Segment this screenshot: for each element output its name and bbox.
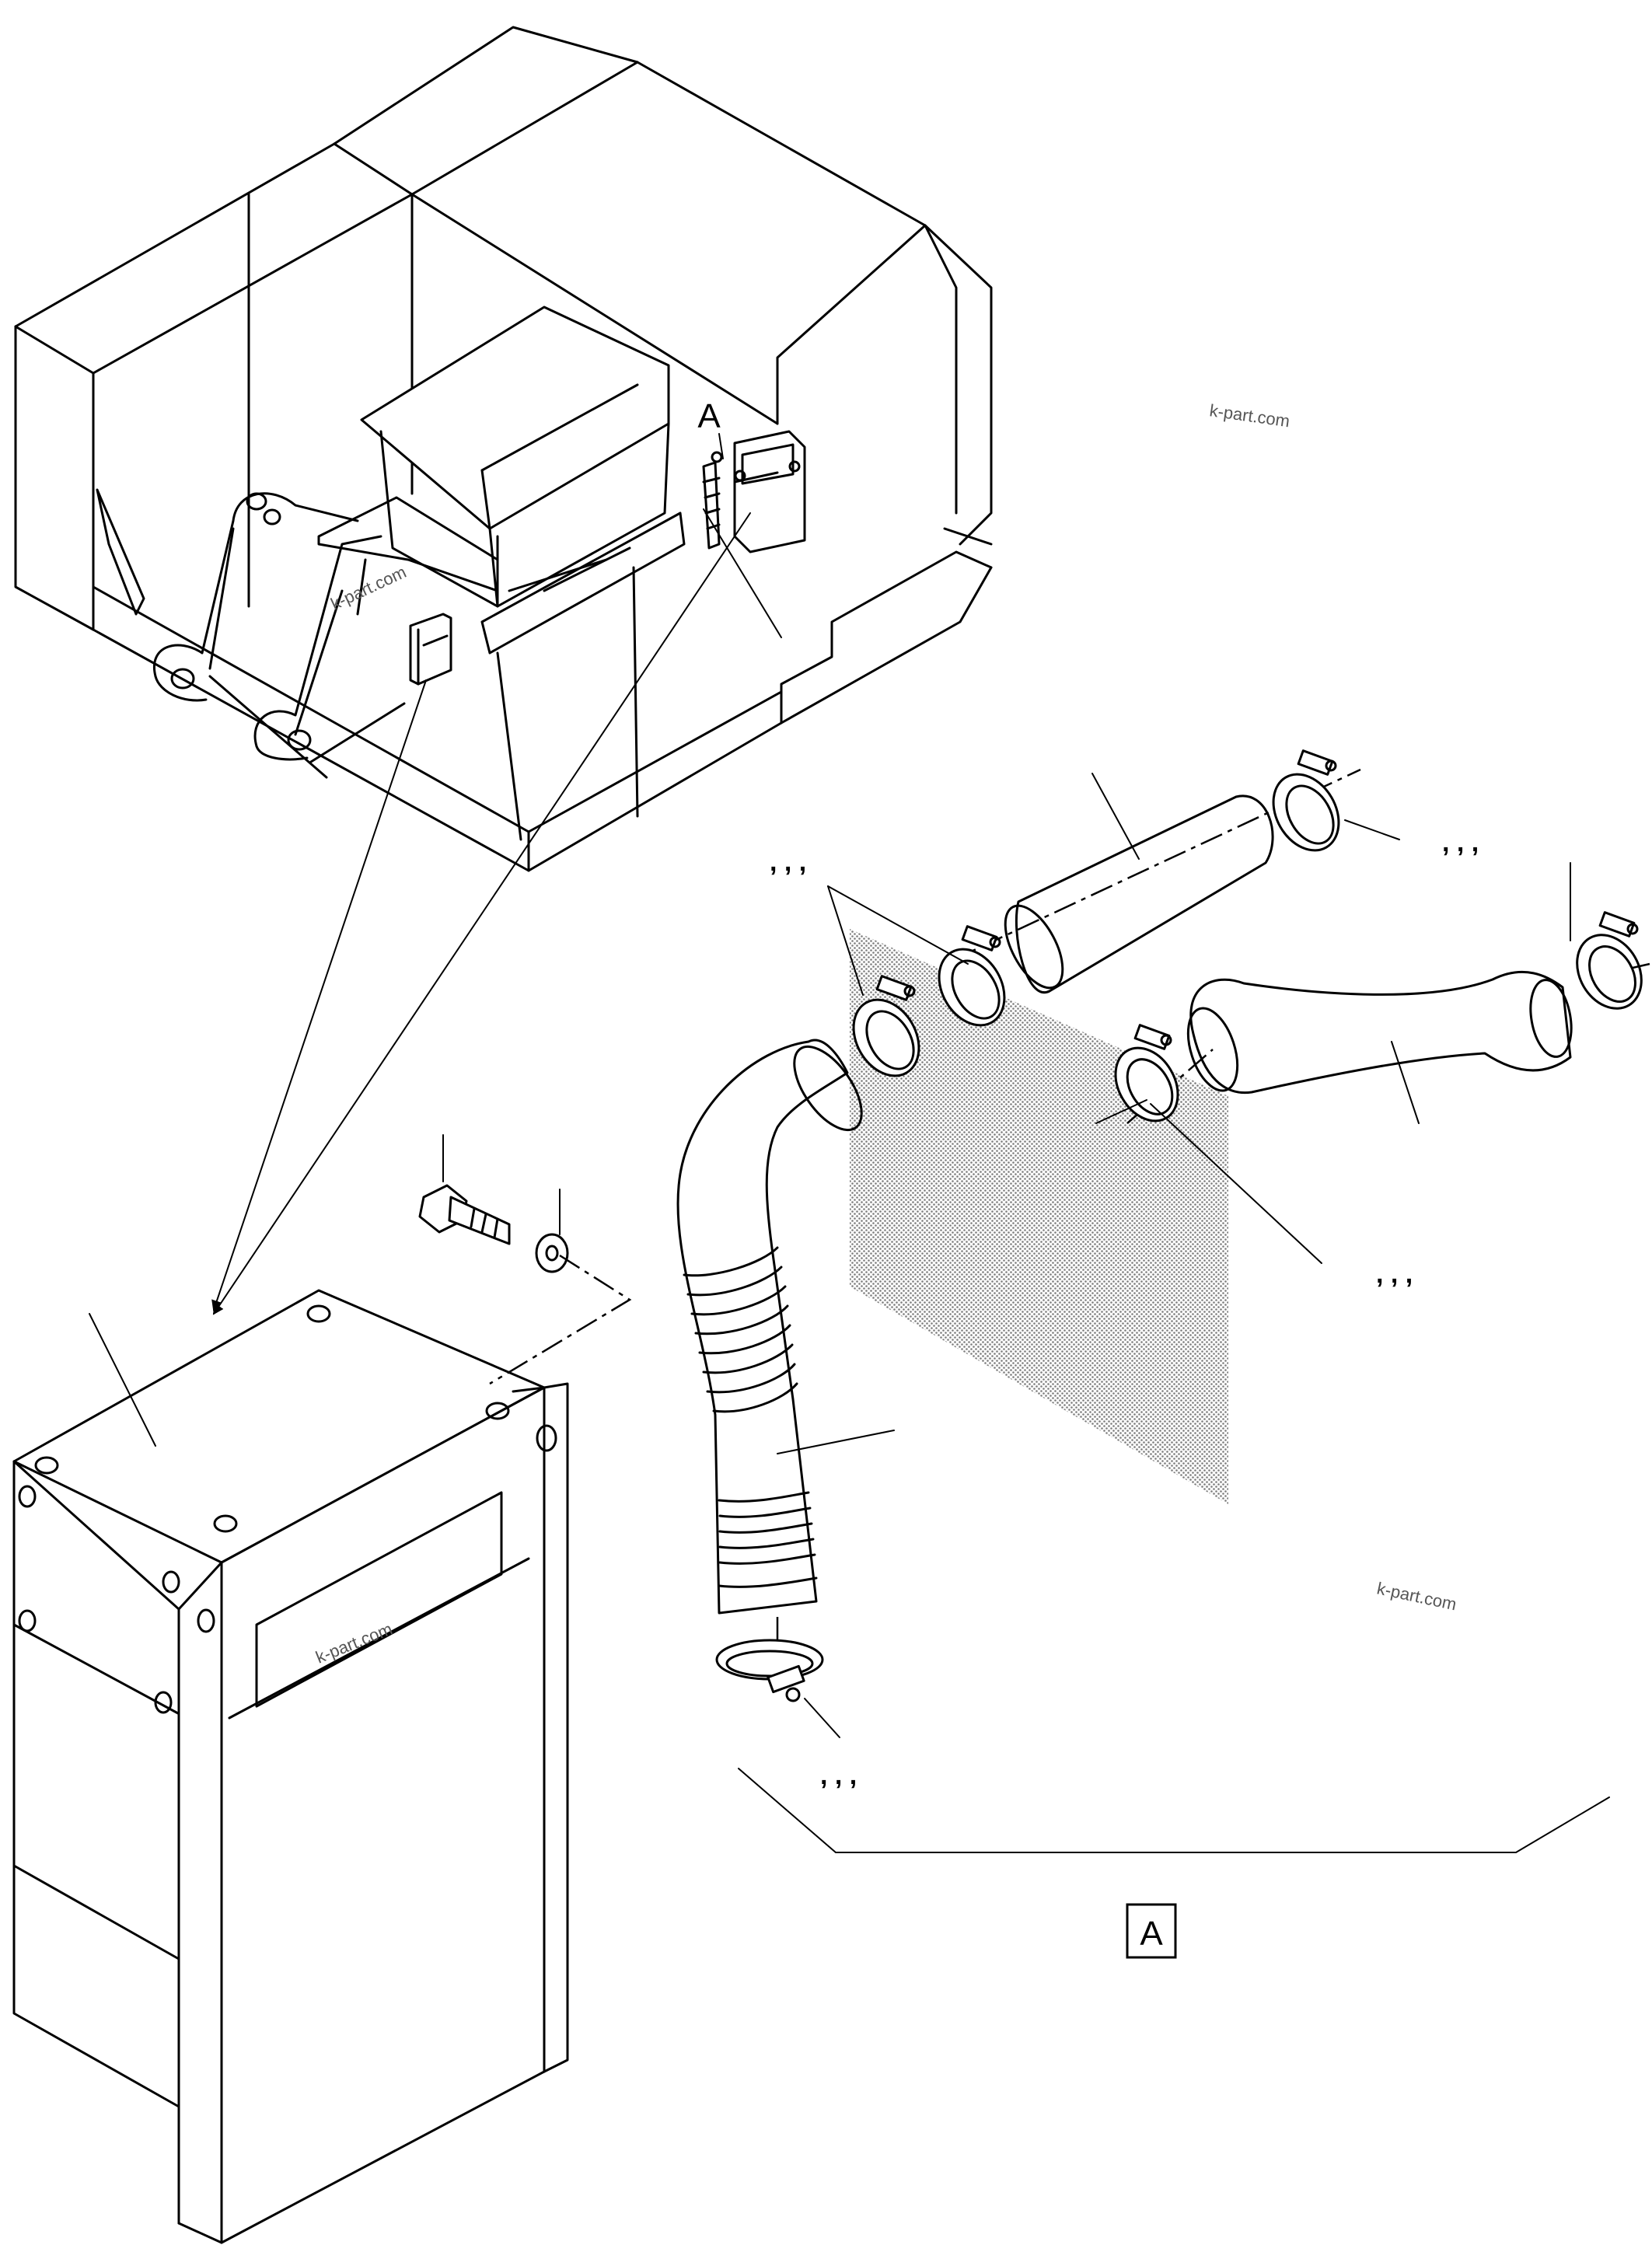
air-filter-box [12, 1289, 569, 2244]
comma-label-middle-right: , , , [1376, 1259, 1413, 1289]
hose-clamp-curved-hose [1095, 1024, 1322, 1264]
watermark-3: k-part.com [1375, 1578, 1458, 1614]
mounting-bolt [418, 1134, 511, 1245]
callout-letter-a: A [697, 397, 721, 435]
watermark-2: k-part.com [328, 562, 410, 614]
machine-cab-assembly [14, 26, 993, 872]
hose-clamp-left [852, 975, 920, 1077]
hose-clamp-bottom [715, 1639, 840, 1738]
corrugated-elbow-hose [676, 1039, 895, 1656]
watermark-1: k-part.com [1208, 400, 1291, 431]
view-label-a: A [1126, 1903, 1177, 1959]
view-label-a-text: A [1140, 1915, 1163, 1953]
washer [535, 1189, 569, 1273]
hose-clamp-top [1272, 749, 1400, 852]
curved-hose [1126, 970, 1573, 1124]
hose-clamp-right [1570, 862, 1650, 1010]
leader-arrows [211, 508, 782, 1315]
detail-a-boundary [738, 1768, 1610, 1853]
hose-clamp-middle [938, 925, 1006, 1027]
comma-label-top-right: , , , [1442, 828, 1479, 857]
comma-label-top-left: , , , [770, 847, 806, 877]
comma-label-bottom: , , , [820, 1761, 857, 1790]
